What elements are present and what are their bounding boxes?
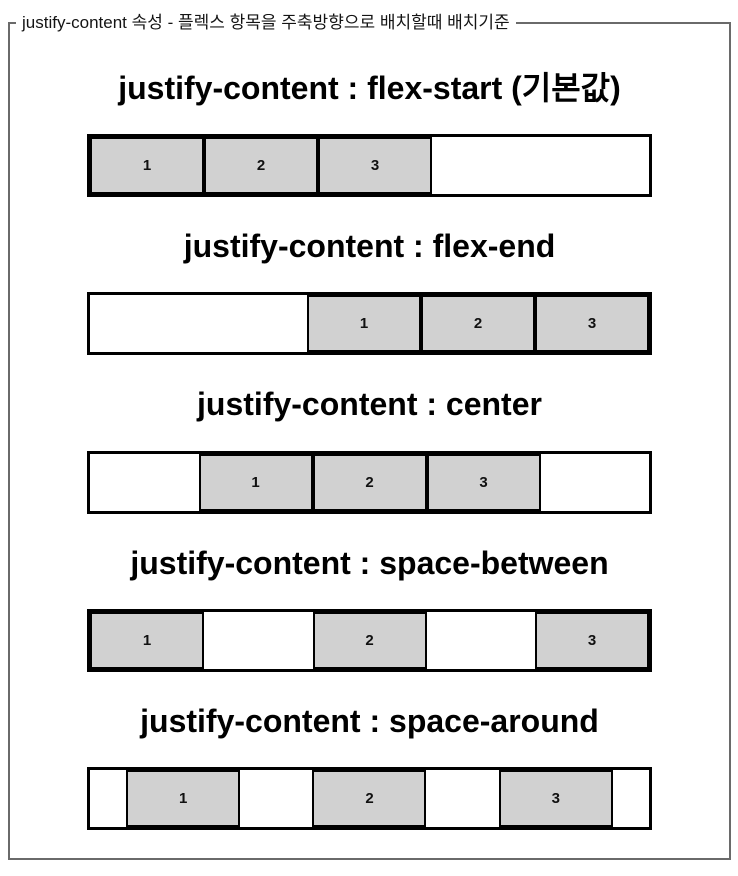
flex-container-center: 1 2 3 — [87, 450, 652, 514]
flex-container-flex-start: 1 2 3 — [87, 134, 652, 198]
flex-item-2: 2 — [204, 137, 318, 195]
flex-item-2: 2 — [421, 295, 535, 353]
section-title-flex-end: justify-content : flex-end — [183, 228, 556, 265]
flex-container-space-between: 1 2 3 — [87, 608, 652, 672]
flex-item-1: 1 — [198, 453, 313, 511]
flex-item-3: 3 — [318, 137, 432, 195]
section-flex-end: justify-content : flex-end 1 2 3 — [10, 225, 729, 356]
section-title-space-around: justify-content : space-around — [140, 702, 599, 739]
flex-container-space-around: 1 2 3 — [87, 767, 652, 831]
flex-item-2: 2 — [312, 453, 427, 511]
flex-item-3: 3 — [535, 611, 649, 669]
flex-item-1: 1 — [307, 295, 421, 353]
section-space-around: justify-content : space-around 1 2 3 — [10, 700, 729, 831]
section-title-flex-start: justify-content : flex-start (기본값) — [118, 70, 621, 107]
flex-item-3: 3 — [498, 770, 613, 828]
flex-item-2: 2 — [312, 770, 427, 828]
flex-item-1: 1 — [126, 770, 241, 828]
section-title-space-between: justify-content : space-between — [130, 544, 609, 581]
flex-item-2: 2 — [312, 611, 427, 669]
flex-item-3: 3 — [535, 295, 649, 353]
flex-item-1: 1 — [90, 611, 204, 669]
section-space-between: justify-content : space-between 1 2 3 — [10, 542, 729, 672]
section-title-center: justify-content : center — [197, 386, 542, 423]
justify-content-demo-fieldset: justify-content 속성 - 플렉스 항목을 주축방향으로 배치할때… — [8, 12, 731, 861]
fieldset-legend: justify-content 속성 - 플렉스 항목을 주축방향으로 배치할때… — [22, 13, 510, 32]
flex-container-flex-end: 1 2 3 — [87, 292, 652, 356]
section-center: justify-content : center 1 2 3 — [10, 383, 729, 514]
section-flex-start: justify-content : flex-start (기본값) 1 2 3 — [10, 67, 729, 198]
flex-item-3: 3 — [426, 453, 541, 511]
flex-item-1: 1 — [90, 137, 204, 195]
